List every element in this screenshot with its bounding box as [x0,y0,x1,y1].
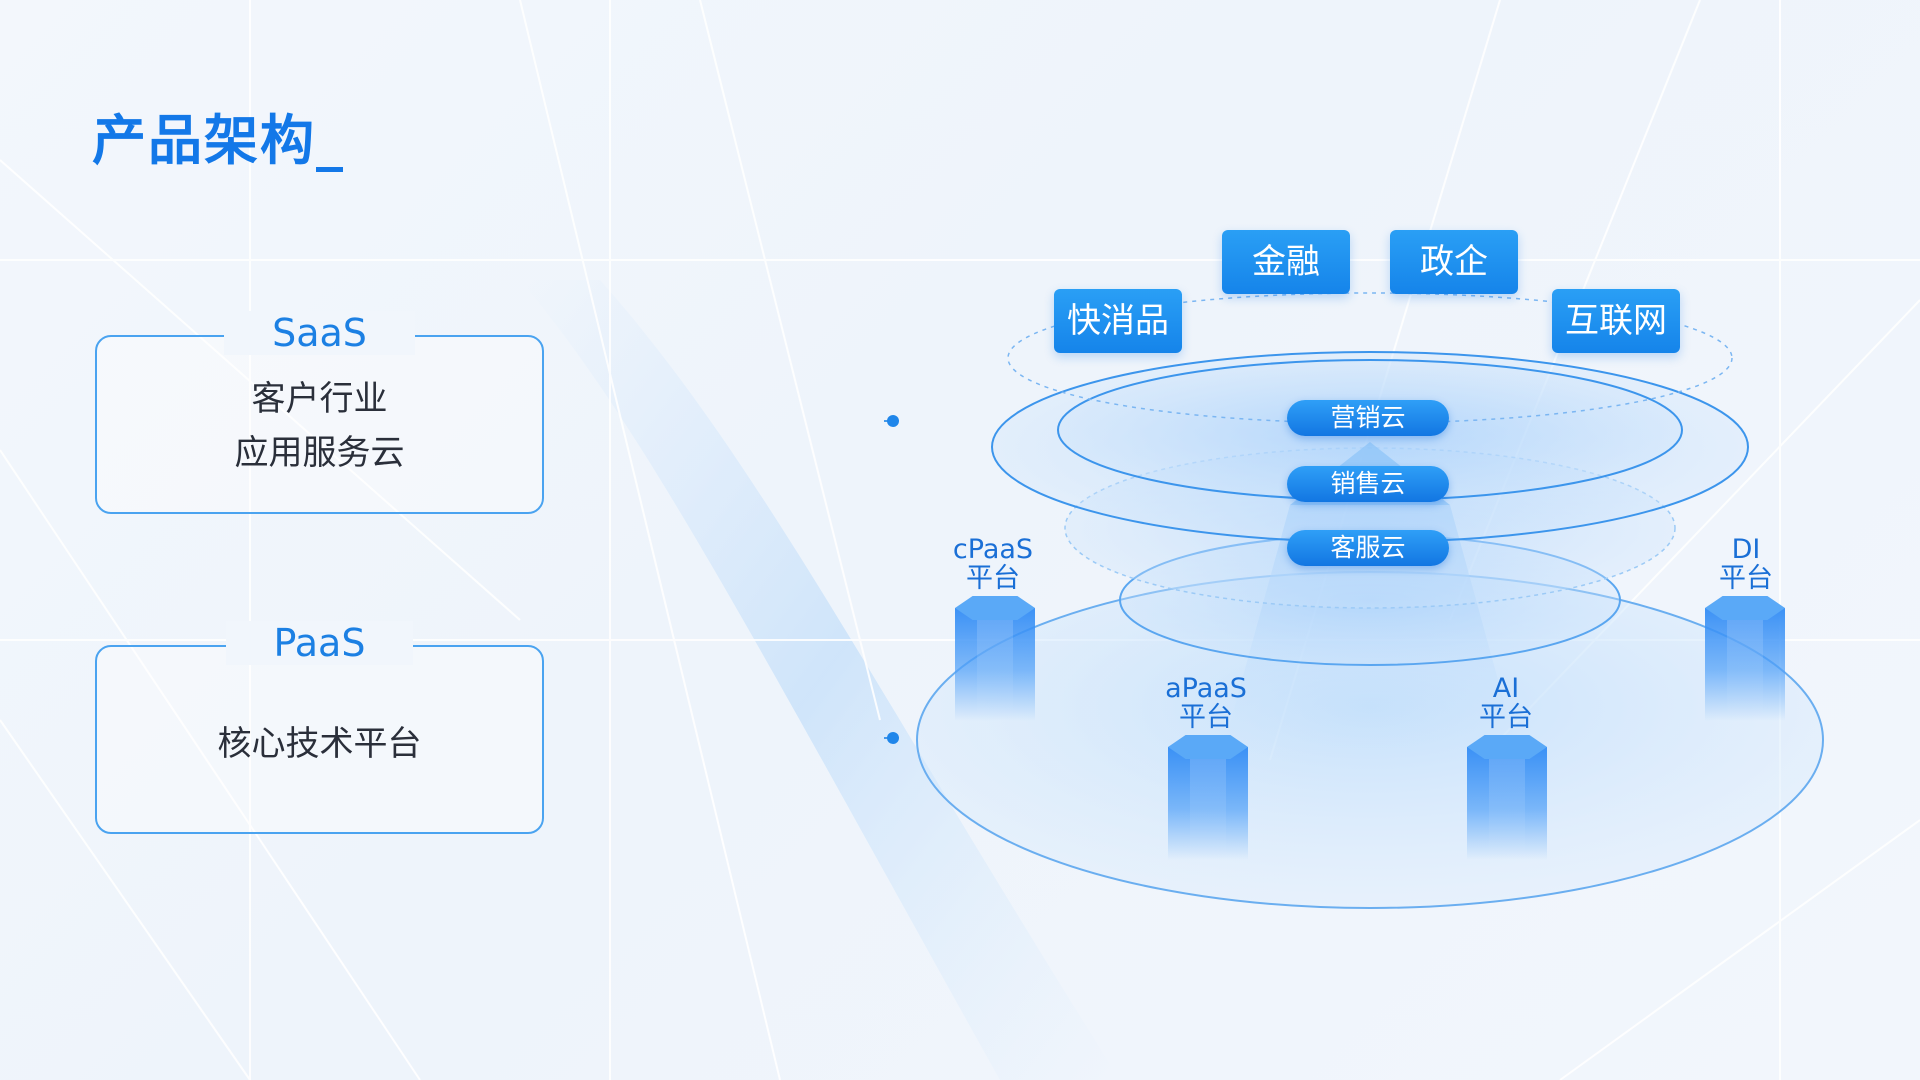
pillar-ai [1467,735,1547,860]
platform-label-di-suffix: 平台 [1719,563,1773,594]
pillar-di [1705,596,1785,721]
saas-desc-line-1: 客户行业 [251,379,388,419]
industry-tag-finance: 金融 [1222,230,1350,294]
saas-layer-box: SaaS 客户行业 应用服务云 [95,311,544,514]
platform-label-cpaas-name: cPaaS [952,534,1034,565]
platform-label-cpaas: cPaaS 平台 [933,535,1053,593]
architecture-diagram [880,292,1824,909]
platform-label-apaas: aPaaS 平台 [1146,674,1266,732]
platform-label-ai-suffix: 平台 [1479,702,1533,733]
platform-label-apaas-suffix: 平台 [1179,702,1233,733]
pillar-apaas [1168,735,1248,860]
saas-description: 客户行业 应用服务云 [97,372,542,480]
paas-description: 核心技术平台 [97,717,542,771]
paas-desc-line-1: 核心技术平台 [217,724,422,764]
paas-title: PaaS [225,621,414,665]
industry-tag-government: 政企 [1390,230,1518,294]
cloud-pill-service: 客服云 [1287,530,1449,566]
saas-title: SaaS [224,311,415,355]
saas-desc-line-2: 应用服务云 [234,433,405,473]
platform-label-cpaas-suffix: 平台 [966,563,1020,594]
platform-label-ai: AI 平台 [1446,674,1566,732]
cloud-pill-sales: 销售云 [1287,466,1449,502]
platform-label-ai-name: AI [1492,673,1520,704]
platform-label-di-name: DI [1731,534,1761,565]
industry-tag-internet: 互联网 [1552,289,1680,353]
industry-tag-fmcg: 快消品 [1054,289,1182,353]
page-title: 产品架构_ [92,109,345,172]
pillar-cpaas [955,596,1035,721]
cloud-pill-marketing: 营销云 [1287,400,1449,436]
platform-label-di: DI 平台 [1686,535,1806,593]
platform-label-apaas-name: aPaaS [1165,673,1247,704]
paas-layer-box: PaaS 核心技术平台 [95,621,544,834]
